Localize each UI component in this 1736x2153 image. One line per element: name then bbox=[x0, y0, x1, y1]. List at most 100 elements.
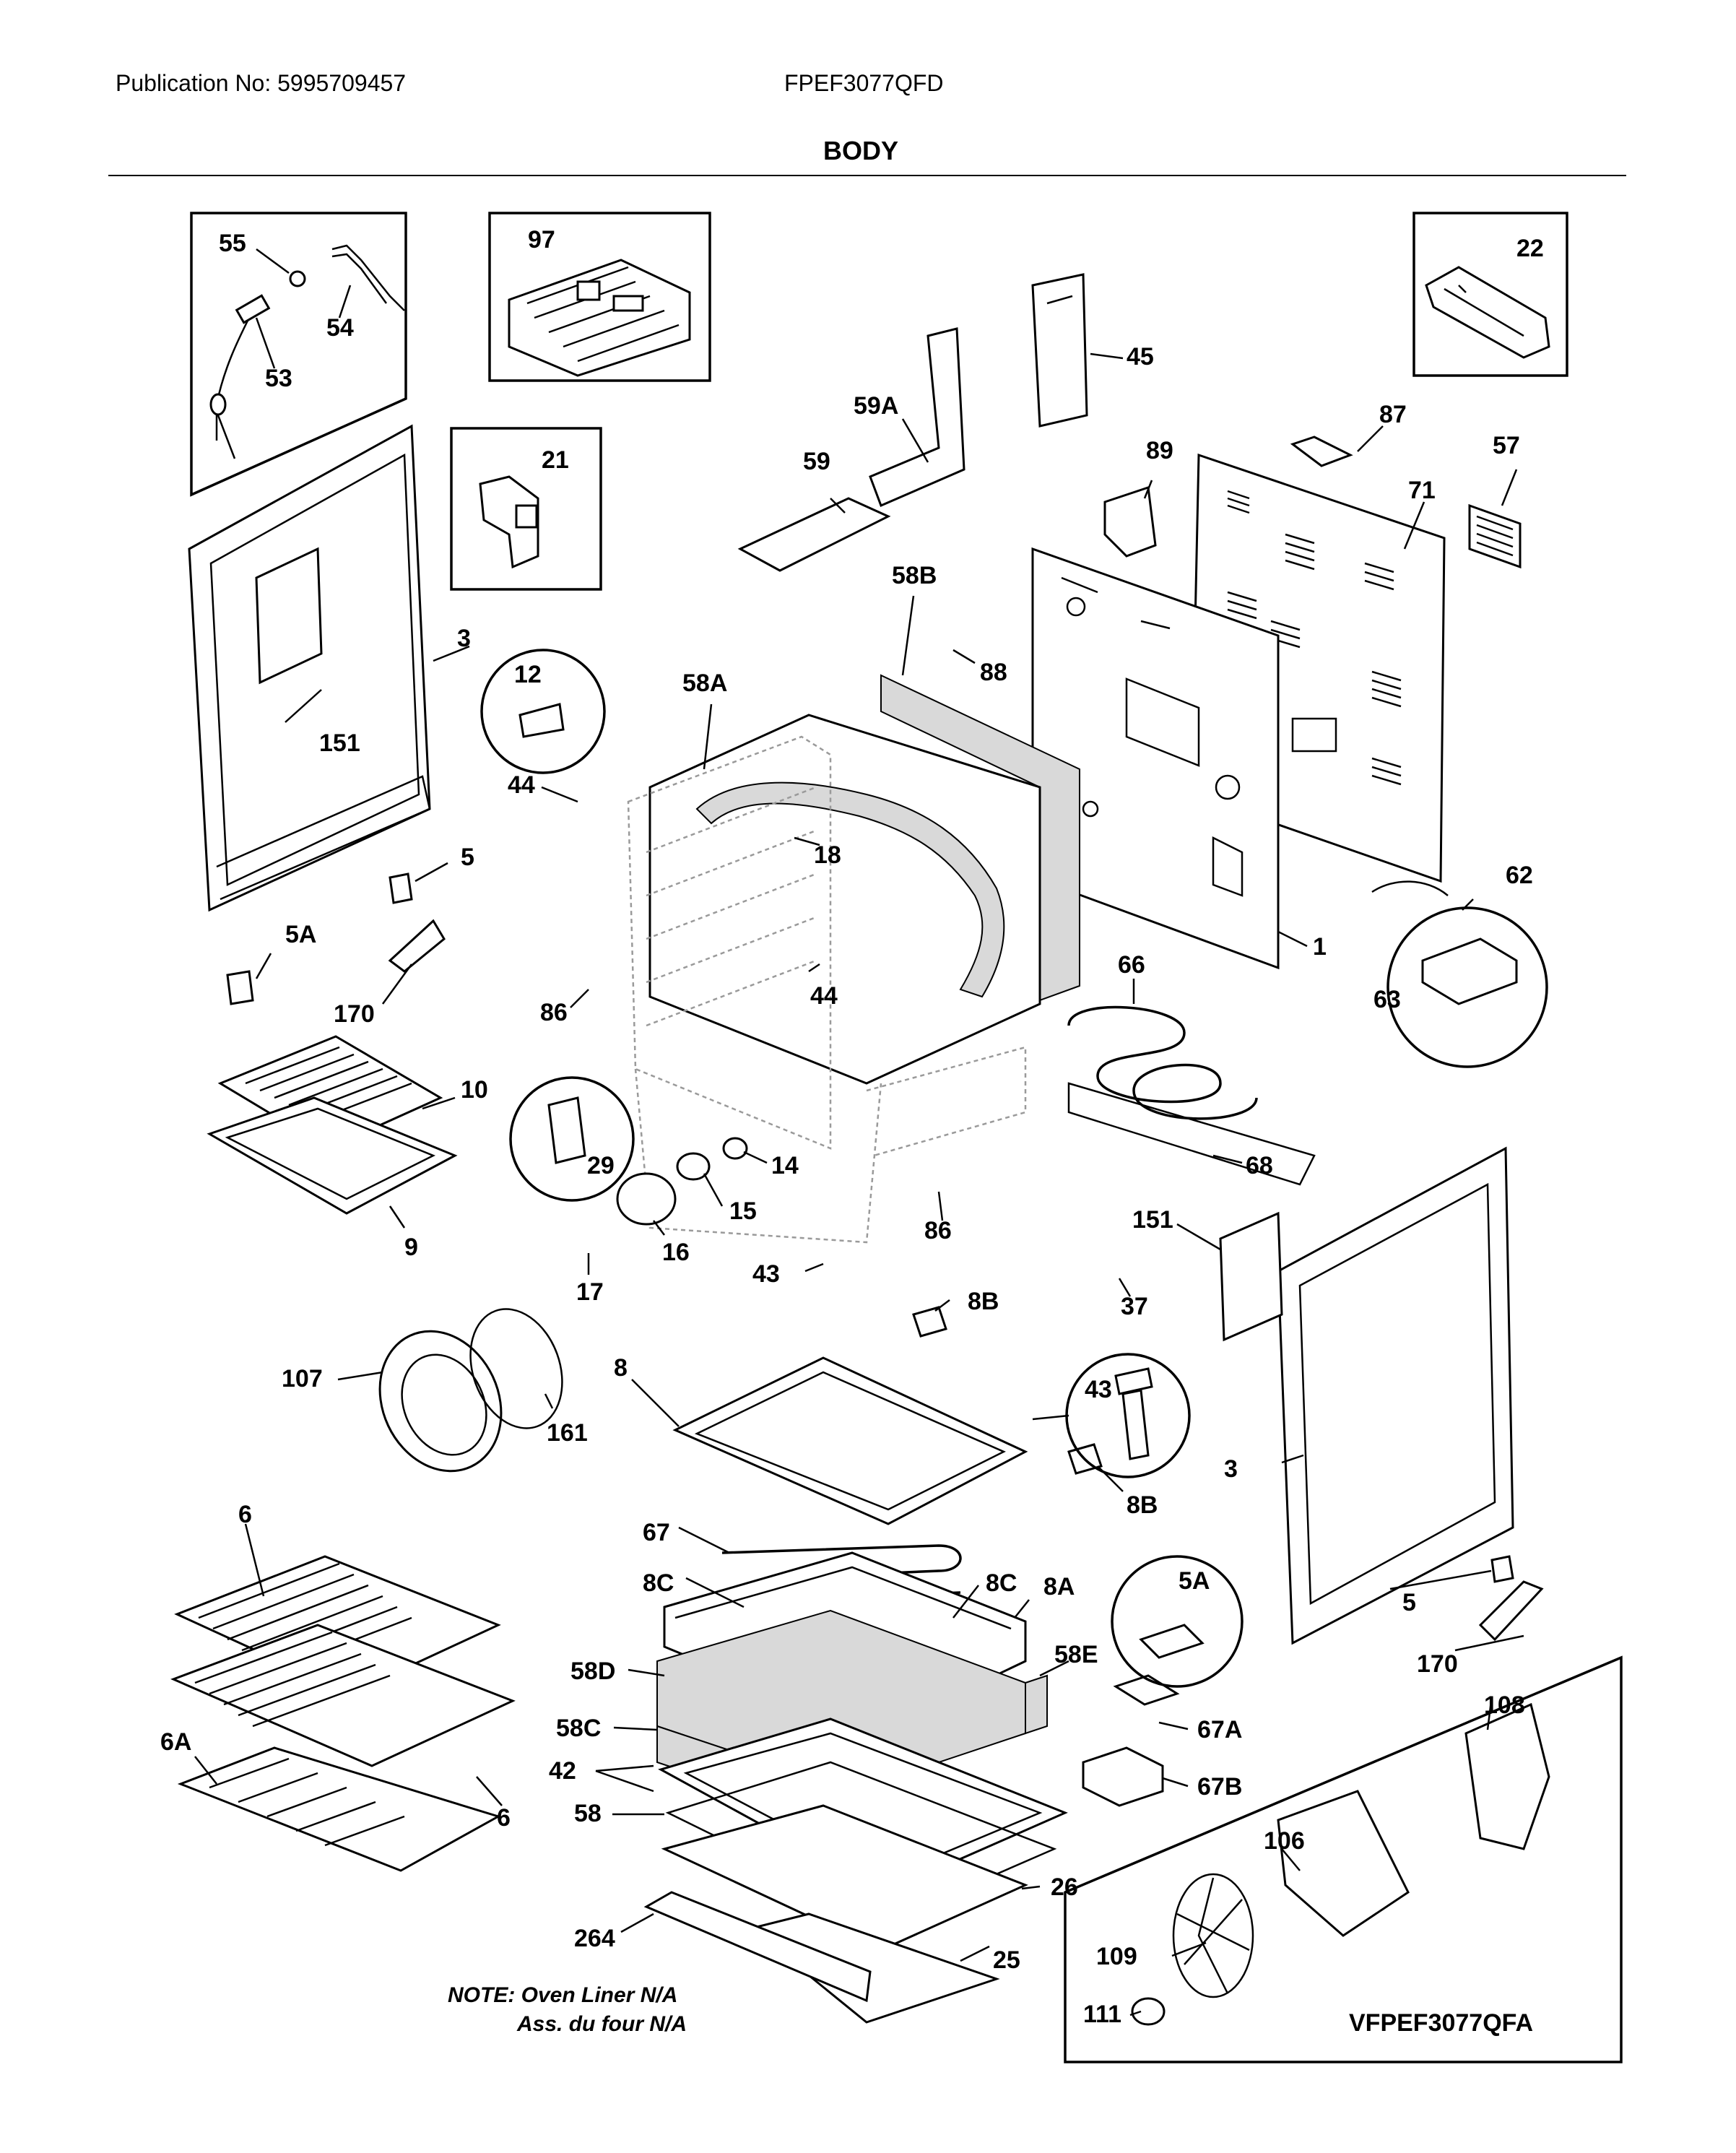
model-number: FPEF3077QFD bbox=[784, 70, 944, 96]
label-67B: 67B bbox=[1197, 1773, 1242, 1801]
label-108: 108 bbox=[1484, 1691, 1525, 1719]
oven-cavity-58A bbox=[627, 714, 1041, 1244]
label-151-right: 151 bbox=[1132, 1206, 1173, 1234]
label-67: 67 bbox=[643, 1519, 670, 1546]
oven-floor-8 bbox=[672, 1356, 1028, 1525]
label-5A-left: 5A bbox=[285, 921, 316, 948]
label-63: 63 bbox=[1373, 986, 1401, 1013]
label-67A: 67A bbox=[1197, 1716, 1242, 1743]
shield-67B bbox=[1082, 1746, 1164, 1807]
duct-59 bbox=[737, 497, 891, 572]
label-5-right: 5 bbox=[1402, 1589, 1416, 1616]
leveling-leg-5-right bbox=[1490, 1555, 1514, 1583]
callout-circle-12 bbox=[480, 649, 606, 774]
label-8B-lower: 8B bbox=[1127, 1491, 1158, 1519]
label-16: 16 bbox=[662, 1239, 690, 1266]
shield-87 bbox=[1290, 436, 1353, 467]
tray-25 bbox=[748, 1912, 1000, 2024]
insulation-58E bbox=[1025, 1674, 1048, 1735]
label-68: 68 bbox=[1246, 1152, 1273, 1179]
label-106: 106 bbox=[1264, 1827, 1305, 1855]
label-3-right: 3 bbox=[1224, 1455, 1238, 1483]
label-14: 14 bbox=[771, 1152, 799, 1179]
heat-shield-68 bbox=[1067, 1082, 1316, 1186]
label-9: 9 bbox=[404, 1234, 418, 1261]
label-44-right: 44 bbox=[810, 982, 838, 1010]
label-5-left: 5 bbox=[461, 844, 474, 871]
label-59A: 59A bbox=[854, 392, 898, 420]
label-97: 97 bbox=[528, 226, 555, 254]
label-8C-right: 8C bbox=[986, 1569, 1017, 1597]
inset-control-board bbox=[488, 212, 711, 382]
label-22: 22 bbox=[1516, 235, 1544, 262]
label-8C-left: 8C bbox=[643, 1569, 674, 1597]
duct-59A bbox=[869, 327, 965, 508]
bracket-8B-upper bbox=[912, 1306, 947, 1338]
label-109: 109 bbox=[1096, 1943, 1137, 1970]
side-panel-3-right bbox=[1277, 1146, 1514, 1645]
label-111: 111 bbox=[1083, 2001, 1121, 2028]
lamp-cover-16 bbox=[616, 1172, 677, 1226]
bracket-89 bbox=[1103, 485, 1157, 558]
label-43-circle: 43 bbox=[1085, 1376, 1112, 1403]
header-divider bbox=[108, 175, 1626, 176]
label-86-upper: 86 bbox=[540, 999, 568, 1026]
label-161: 161 bbox=[547, 1419, 588, 1447]
label-87: 87 bbox=[1379, 401, 1407, 428]
label-44-left: 44 bbox=[508, 771, 535, 799]
part-labels: 55 54 53 97 22 45 21 59A 59 87 57 89 71 … bbox=[160, 226, 1544, 2028]
label-58B: 58B bbox=[892, 562, 937, 589]
label-21: 21 bbox=[542, 446, 569, 474]
label-88: 88 bbox=[980, 659, 1007, 686]
label-6-top: 6 bbox=[238, 1501, 252, 1528]
inset-connector-21 bbox=[450, 427, 602, 591]
leg-bracket-5A-left bbox=[226, 970, 254, 1005]
label-12: 12 bbox=[514, 661, 542, 688]
figure-id: VFPEF3077QFA bbox=[1349, 2009, 1533, 2037]
label-6-bottom: 6 bbox=[497, 1804, 511, 1832]
label-37: 37 bbox=[1121, 1293, 1148, 1320]
label-8B-upper: 8B bbox=[968, 1288, 999, 1315]
label-53: 53 bbox=[265, 365, 292, 392]
inset-thermostat-sensor bbox=[190, 212, 407, 497]
duct-45 bbox=[1031, 273, 1088, 428]
leveling-leg-5-left bbox=[389, 872, 413, 904]
label-59: 59 bbox=[803, 448, 830, 475]
label-66: 66 bbox=[1118, 951, 1145, 979]
callout-circle-29 bbox=[509, 1076, 635, 1202]
label-58C: 58C bbox=[556, 1715, 601, 1742]
label-55: 55 bbox=[219, 230, 246, 257]
fan-cover-107 bbox=[378, 1330, 503, 1473]
leader-lines bbox=[194, 248, 1524, 2016]
label-18: 18 bbox=[814, 841, 841, 869]
label-8: 8 bbox=[614, 1354, 628, 1382]
label-89: 89 bbox=[1146, 437, 1173, 464]
label-71: 71 bbox=[1408, 477, 1436, 504]
note-line-1: NOTE: Oven Liner N/A bbox=[448, 1983, 677, 2007]
label-42: 42 bbox=[549, 1757, 576, 1785]
oven-rack-6-bottom bbox=[170, 1624, 516, 1767]
label-45: 45 bbox=[1127, 343, 1154, 371]
label-17: 17 bbox=[576, 1278, 604, 1306]
publication-number: Publication No: 5995709457 bbox=[116, 70, 407, 96]
leg-bracket-170-right bbox=[1478, 1580, 1544, 1642]
broiler-pan-9 bbox=[207, 1096, 458, 1215]
label-6A: 6A bbox=[160, 1728, 191, 1756]
label-15: 15 bbox=[729, 1197, 757, 1225]
label-10: 10 bbox=[461, 1076, 488, 1104]
bracket-151-left bbox=[255, 547, 323, 685]
label-3-left: 3 bbox=[457, 625, 471, 652]
lamp-bulb-15 bbox=[676, 1152, 711, 1181]
label-86-lower: 86 bbox=[924, 1217, 952, 1244]
label-8A: 8A bbox=[1043, 1573, 1075, 1600]
shield-67A bbox=[1113, 1674, 1180, 1706]
callout-circle-62 bbox=[1386, 906, 1548, 1068]
oven-rack-6A bbox=[177, 1746, 501, 1872]
lamp-socket-14 bbox=[722, 1137, 748, 1160]
label-170-left: 170 bbox=[334, 1000, 375, 1028]
label-58D: 58D bbox=[570, 1658, 615, 1685]
label-29: 29 bbox=[587, 1152, 615, 1179]
label-58E: 58E bbox=[1054, 1641, 1098, 1668]
label-54: 54 bbox=[326, 314, 354, 342]
